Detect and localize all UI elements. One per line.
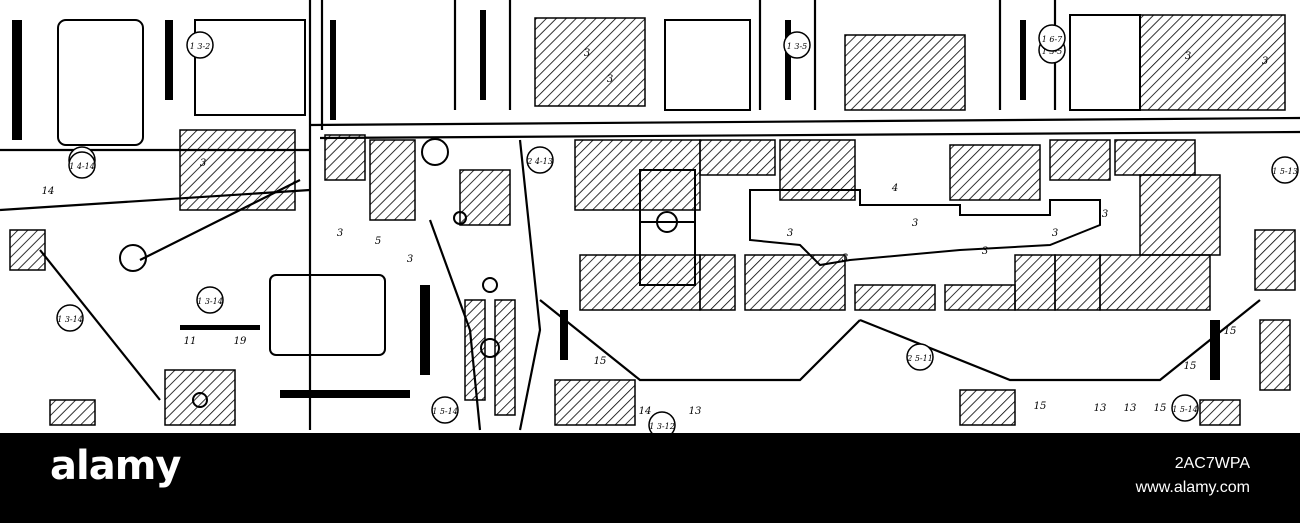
label-circle — [431, 396, 459, 424]
plan-label: 1 3-2 — [190, 42, 211, 51]
plan-label: 3 — [1185, 51, 1191, 62]
site-url: www.alamy.com — [1135, 479, 1250, 496]
plan-label: 14 — [42, 186, 55, 197]
plan-label: 1 5-14 — [432, 407, 458, 416]
plan-label: 3 — [407, 254, 413, 265]
plan-label: 3 — [337, 228, 343, 239]
plan-label: 15 — [1034, 401, 1047, 412]
plan-label: 4 — [891, 183, 898, 194]
hatched-areas — [9, 14, 1296, 426]
plan-label: 3 — [1102, 209, 1108, 220]
plan-label: 3 — [912, 218, 918, 229]
watermark-bar: alamy 2AC7WPA www.alamy.com — [0, 433, 1300, 523]
plan-label: 1 3-14 — [197, 297, 223, 306]
plan-label: 3 — [607, 74, 613, 85]
plan-label: 3 — [982, 246, 988, 257]
label-circle — [906, 343, 934, 371]
plan-label: 1 3-5 — [787, 42, 808, 51]
label-circle — [1271, 156, 1299, 184]
plan-label: 3 — [787, 228, 793, 239]
plan-label: 14 — [639, 406, 652, 417]
label-circle — [1171, 394, 1199, 422]
brand-logo: alamy — [50, 443, 181, 489]
label-circle — [1038, 24, 1066, 52]
plan-label: 3 — [842, 253, 848, 264]
plan-label: 11 — [184, 336, 197, 347]
plan-label: 15 — [594, 356, 607, 367]
plan-label: 2 4-13 — [526, 157, 553, 166]
buildings — [12, 10, 1220, 398]
plan-label: 15 — [1184, 361, 1197, 372]
plan-label: 1 4-14 — [69, 162, 95, 171]
plan-label: 3 — [1262, 56, 1268, 67]
plan-label: 13 — [1094, 403, 1107, 414]
plan-label: 13 — [689, 406, 702, 417]
image-id: 2AC7WPA — [1174, 455, 1250, 472]
plan-label: 2 5-11 — [906, 354, 933, 363]
plan-label: 13 — [1124, 403, 1137, 414]
label-circle — [186, 31, 214, 59]
plan-label: 1 3-14 — [57, 315, 83, 324]
plan-label: 19 — [234, 336, 247, 347]
plan-label: 1 6-7 — [1042, 35, 1063, 44]
plan-label: 1 3-12 — [649, 422, 675, 431]
plan-label: 15 — [1154, 403, 1167, 414]
plan-label: 3 — [584, 48, 590, 59]
label-circle — [526, 146, 554, 174]
plan-label: 3 — [200, 158, 206, 169]
plan-label: 15 — [1224, 326, 1237, 337]
label-circle — [56, 304, 84, 332]
label-circle — [196, 286, 224, 314]
label-circle — [68, 151, 96, 179]
plan-label: 5 — [375, 236, 381, 247]
plan-label: 1 5-14 — [1172, 405, 1198, 414]
label-circle — [783, 31, 811, 59]
plan-label: 1 5-13 — [1272, 167, 1298, 176]
plan-label: 3 — [1052, 228, 1058, 239]
